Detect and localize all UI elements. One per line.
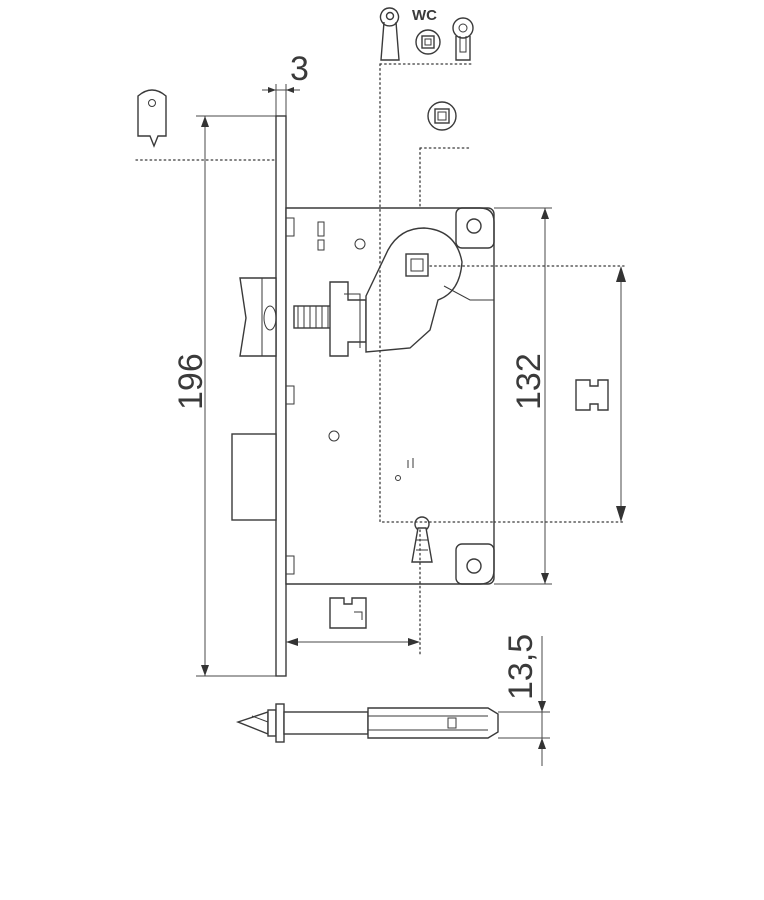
backset-square-icon — [575, 379, 609, 411]
square-spindle-icon — [427, 101, 457, 131]
dimension-196: 196 — [172, 115, 276, 677]
dimension-132-label: 132 — [510, 353, 548, 410]
spindle-pin — [235, 703, 499, 743]
latch-tongue-icon — [137, 89, 167, 148]
euro-cylinder-icon — [452, 17, 474, 61]
backset-dimension — [286, 638, 420, 646]
latch-bolt — [239, 277, 277, 357]
cylinder-guide-line — [379, 63, 495, 523]
follower-spindle-hole — [405, 253, 429, 277]
follower-spindle-icon — [329, 597, 367, 629]
keyhole-icon — [379, 7, 400, 61]
dimension-132: 132 — [494, 207, 552, 585]
faceplate — [275, 115, 287, 677]
dimension-3-label: 3 — [290, 50, 309, 88]
wc-label: WC — [412, 7, 437, 24]
dimension-13-5: 13,5 — [498, 634, 550, 766]
dimension-196-label: 196 — [172, 353, 210, 410]
follower — [365, 227, 494, 353]
spindle-key-spacing — [616, 266, 626, 522]
dead-bolt — [231, 433, 277, 521]
dimension-13-5-label: 13,5 — [502, 634, 540, 700]
wc-lock-icon: WC — [412, 7, 441, 55]
dimension-3: 3 — [262, 50, 309, 116]
case-keyhole — [411, 516, 433, 563]
latch-spring — [293, 281, 367, 357]
